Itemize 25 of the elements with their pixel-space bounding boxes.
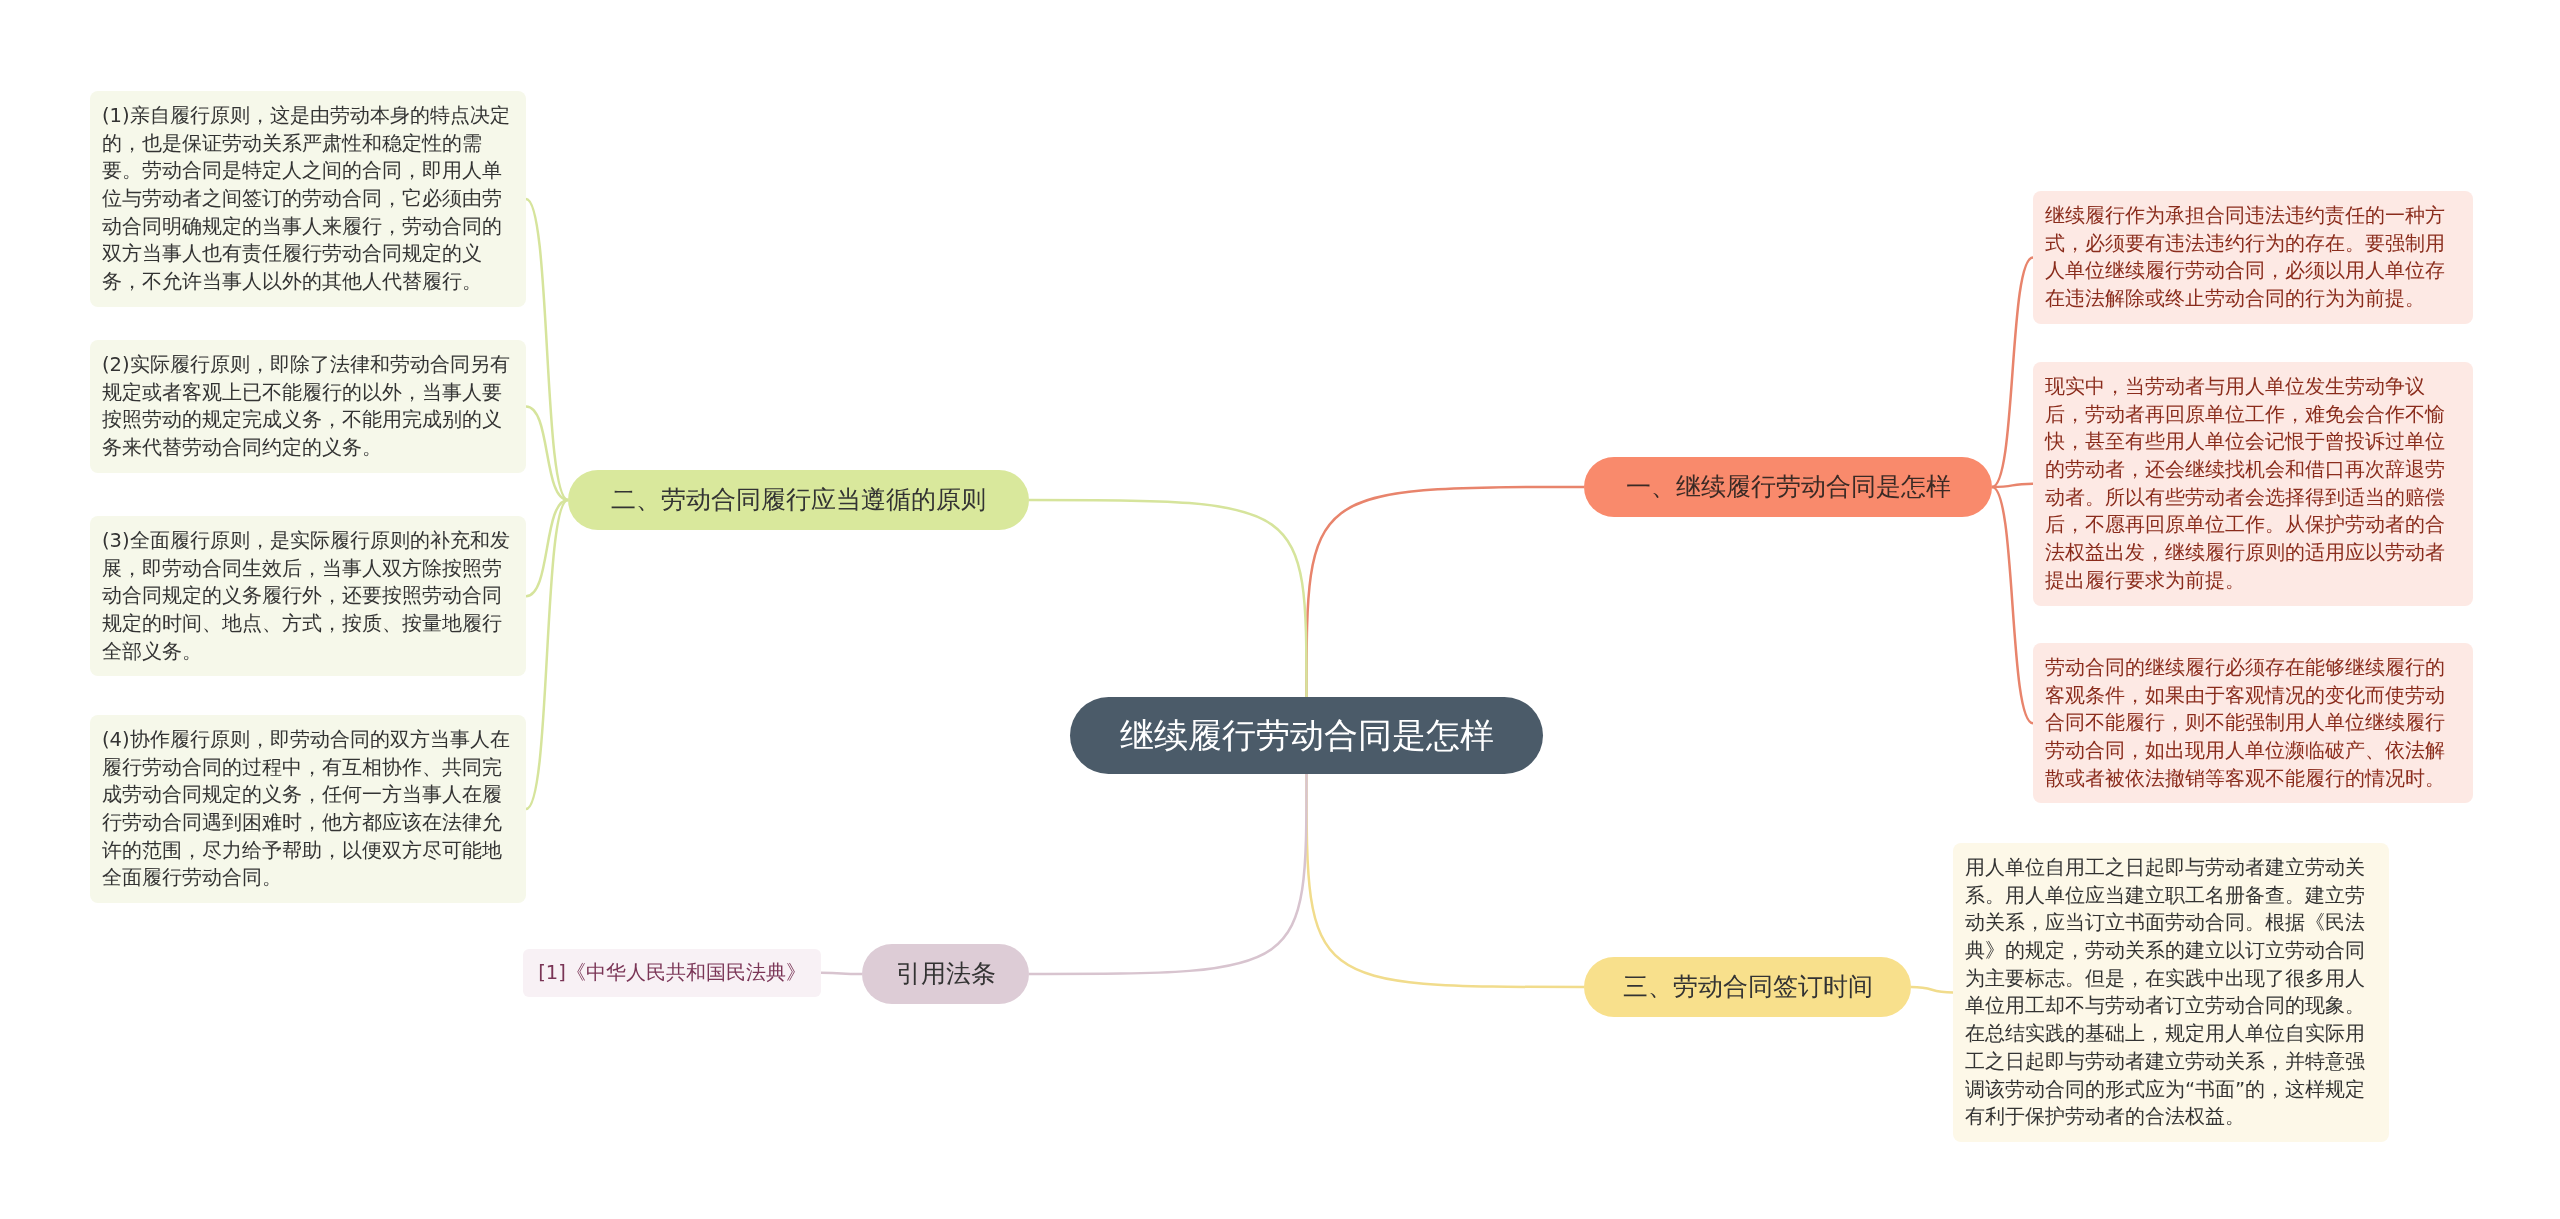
connector	[1910, 985, 1954, 994]
connector	[525, 498, 569, 598]
root-topic: 继续履行劳动合同是怎样	[1070, 697, 1543, 774]
connector	[525, 405, 569, 502]
connector	[1029, 773, 1308, 976]
text-card: 劳动合同的继续履行必须存在能够继续履行的客观条件，如果由于客观情况的变化而使劳动合同不能履行，则不能强制用人单位继续履行劳动合同，如出现用人单位濒临破产、依法解散或者被依法撤销等客观不能履行的情况时。	[2033, 643, 2473, 804]
branch-topic: 引用法条	[862, 944, 1029, 1004]
text-card: 用人单位自用工之日起即与劳动者建立劳动关系。用人单位应当建立职工名册备查。建立劳动关系，应当订立书面劳动合同。根据《民法典》的规定，劳动关系的建立以订立劳动合同为主要标志。但是，在实践中出现了很多用人单位用工却不与劳动者订立劳动合同的现象。在总结实践的基础上，规定用人单位自实际用工之日起即与劳动者建立劳动关系，并特意强调该劳动合同的形式应为“书面”的，这样规定有利于保护劳动者的合法权益。	[1953, 843, 2389, 1142]
text-card: (4)协作履行原则，即劳动合同的双方当事人在履行劳动合同的过程中，有互相协作、共同完成劳动合同规定的义务，任何一方当事人在履行劳动合同遇到困难时，他方都应该在法律允许的范围，尽力给予帮助，以便双方尽可能地全面履行劳动合同。	[90, 715, 526, 904]
connector	[1991, 486, 2034, 725]
connector	[525, 499, 569, 810]
text-card: 继续履行作为承担合同违法违约责任的一种方式，必须要有违法违约行为的存在。要强制用人单位继续履行劳动合同，必须以用人单位存在违法解除或终止劳动合同的行为为前提。	[2033, 191, 2473, 324]
branch-topic: 一、继续履行劳动合同是怎样	[1584, 457, 1992, 517]
text-card: (2)实际履行原则，即除了法律和劳动合同另有规定或者客观上已不能履行的以外，当事人要按照劳动的规定完成义务，不能用完成别的义务来代替劳动合同约定的义务。	[90, 340, 526, 473]
citation-card: [1]《中华人民共和国民法典》	[523, 949, 821, 997]
text-card: (1)亲自履行原则，这是由劳动本身的特点决定的，也是保证劳动关系严肃性和稳定性的需要。劳动合同是特定人之间的合同，即用人单位与劳动者之间签订的劳动合同，它必须由劳动合同明确规定的当事人来履行，劳动合同的双方当事人也有责任履行劳动合同规定的义务，不允许当事人以外的其他人代替履行。	[90, 91, 526, 307]
branch-topic: 二、劳动合同履行应当遵循的原则	[568, 470, 1029, 530]
connector	[1991, 256, 2034, 488]
connector	[1992, 482, 2033, 489]
branch-topic: 三、劳动合同签订时间	[1584, 957, 1911, 1017]
connector	[821, 971, 862, 976]
connector	[1029, 498, 1308, 697]
connector	[525, 198, 569, 501]
text-card: (3)全面履行原则，是实际履行原则的补充和发展，即劳动合同生效后，当事人双方除按照劳动合同规定的义务履行外，还要按照劳动合同规定的时间、地点、方式，按质、按量地履行全部义务。	[90, 516, 526, 677]
text-card: 现实中，当劳动者与用人单位发生劳动争议后，劳动者再回原单位工作，难免会合作不愉快，甚至有些用人单位会记恨于曾投诉过单位的劳动者，还会继续找机会和借口再次辞退劳动者。所以有些劳动者会选择得到适当的赔偿后，不愿再回原单位工作。从保护劳动者的合法权益出发，继续履行原则的适用应以劳动者提出履行要求为前提。	[2033, 362, 2473, 606]
